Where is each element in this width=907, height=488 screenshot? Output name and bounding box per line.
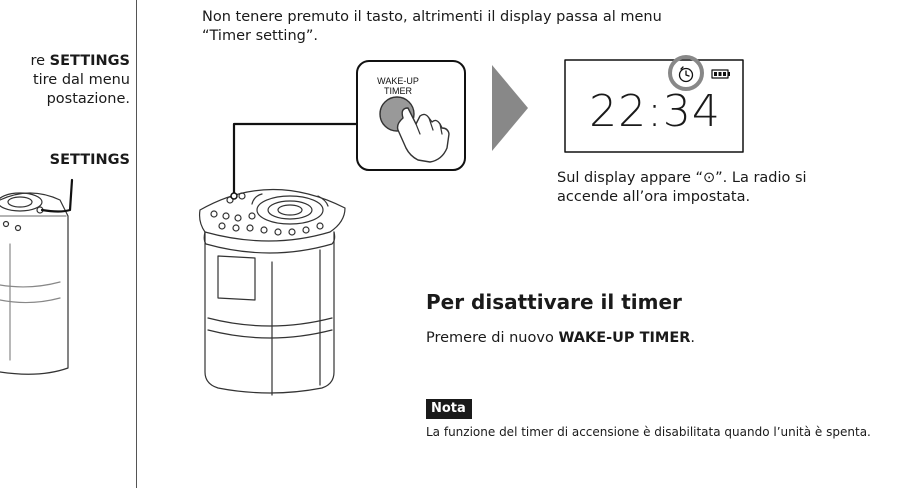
left-instruction: re SETTINGS tire dal menu postazione. <box>0 52 130 109</box>
display-time: 22:34 <box>589 86 721 137</box>
left-line-1-bold: SETTINGS <box>49 53 130 69</box>
alarm-clock-icon <box>678 66 694 83</box>
section-body-prefix: Premere di nuovo <box>426 330 559 346</box>
section-body: Premere di nuovo WAKE-UP TIMER. <box>426 330 695 346</box>
section-body-suffix: . <box>690 330 696 346</box>
highlight-circle <box>668 55 704 91</box>
main-radio-illustration <box>198 188 346 396</box>
top-note: Non tenere premuto il tasto, altrimenti … <box>202 9 662 44</box>
column-divider <box>136 0 137 488</box>
section-heading: Per disattivare il timer <box>426 290 682 314</box>
note-text: La funzione del timer di accensione è di… <box>426 425 871 439</box>
callout-label-line1: WAKE-UP <box>377 76 419 86</box>
battery-icon <box>711 69 730 79</box>
left-line-2: tire dal menu <box>32 72 130 88</box>
display-caption: Sul display appare “⊙”. La radio si acce… <box>557 170 807 205</box>
left-line-3: postazione. <box>46 91 130 107</box>
left-line-1: re <box>30 53 50 69</box>
section-body-bold: WAKE-UP TIMER <box>558 330 691 346</box>
arrow-right-icon <box>492 65 528 151</box>
callout-label-line2: TIMER <box>384 86 412 96</box>
left-radio-illustration <box>0 192 69 375</box>
note-label: Nota <box>426 399 472 419</box>
settings-button-label: SETTINGS <box>49 152 130 168</box>
